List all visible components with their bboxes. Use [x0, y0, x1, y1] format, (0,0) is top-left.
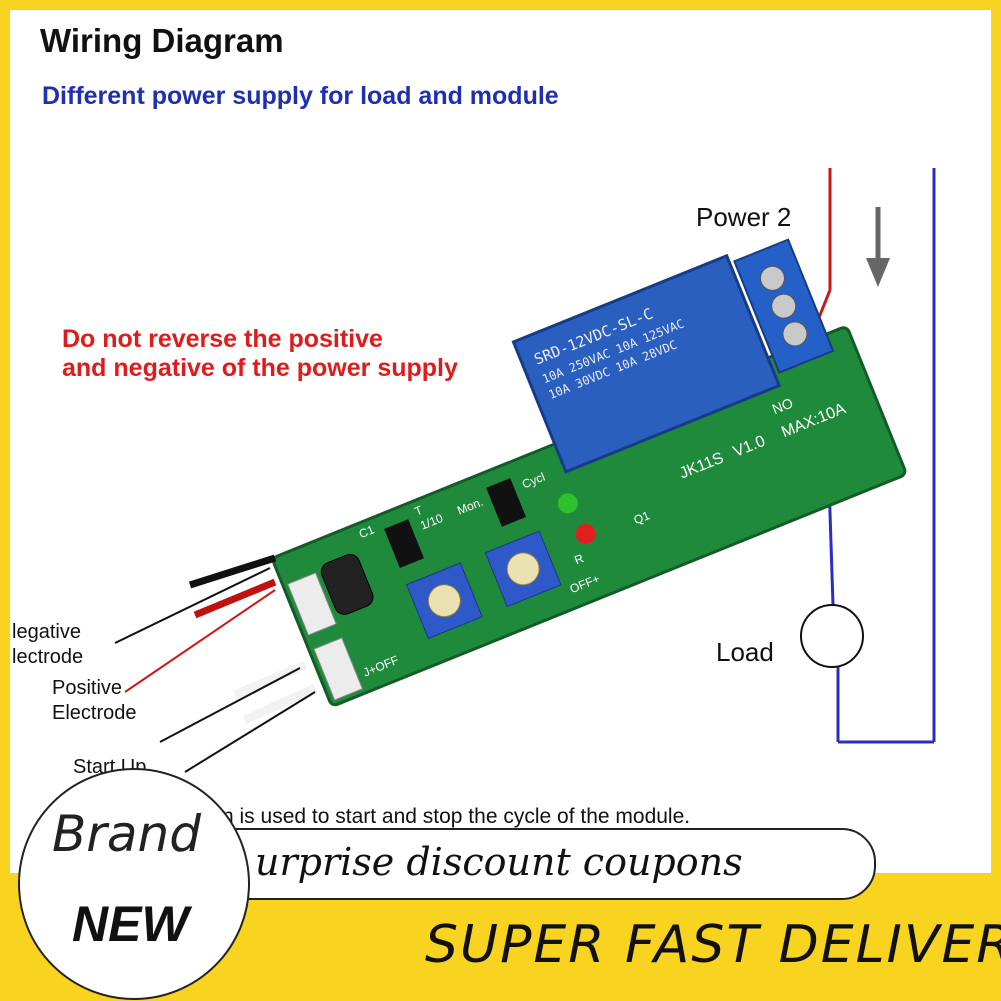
pot-knob-left: [427, 584, 461, 618]
negative-pointer-line: [114, 567, 271, 644]
power-2-label: Power 2: [696, 202, 792, 232]
black-power-wire: [188, 554, 277, 589]
load-label: Load: [716, 637, 774, 667]
capacitor: [320, 553, 374, 615]
red-led: [575, 523, 596, 544]
green-led: [557, 493, 578, 514]
negative-label-line-2: lectrode: [12, 646, 84, 668]
brand-new-badge: [18, 768, 250, 1000]
current-arrow-icon: [866, 207, 890, 287]
coupon-banner: [150, 828, 876, 900]
startup-pointer-line-2: [184, 691, 316, 773]
red-power-wire: [193, 578, 277, 619]
c1-label: C1: [357, 522, 377, 541]
coupon-text: urprise discount coupons: [255, 840, 743, 884]
startup-pointer-line-1: [159, 667, 301, 743]
new-text: NEW: [72, 896, 189, 952]
q1-label: Q1: [632, 508, 652, 527]
pot-knob-right: [506, 552, 540, 586]
terminal-screw-3: [782, 321, 808, 347]
jumper-left: [384, 519, 424, 568]
timer-module: SRD-12VDC-SL-C 10A 250VAC 10A 125VAC 10A…: [272, 238, 907, 707]
startup-wire-2: [243, 683, 317, 725]
positive-pointer-line: [124, 589, 276, 693]
positive-electrode-label: Positive Electrode: [52, 676, 137, 726]
delivery-text: SUPER FAST DELIVERY: [425, 915, 1001, 975]
page-subtitle: Different power supply for load and modu…: [42, 82, 559, 110]
warning-line-1: Do not reverse the positive: [62, 325, 383, 353]
relay-body: [511, 253, 782, 474]
out-label: NO: [770, 394, 796, 417]
brand-text: Brand: [52, 805, 201, 863]
page-title: Wiring Diagram: [40, 22, 284, 59]
jumper-right: [486, 478, 526, 527]
startup-connector: [313, 637, 364, 701]
power-connector: [287, 572, 337, 636]
load-icon: [800, 604, 864, 668]
terminal-screw-1: [759, 265, 785, 291]
negative-electrode-label: legative lectrode: [12, 620, 83, 670]
terminal-screw-2: [771, 293, 797, 319]
positive-label-line-1: Positive: [52, 677, 123, 699]
warning-line-2: and negative of the power supply: [62, 354, 458, 382]
negative-label-line-1: legative: [12, 621, 81, 643]
positive-label-line-2: Electrode: [52, 702, 137, 724]
startup-wire-1: [233, 660, 307, 700]
startup-note: n is used to start and stop the cycle of…: [222, 805, 691, 828]
